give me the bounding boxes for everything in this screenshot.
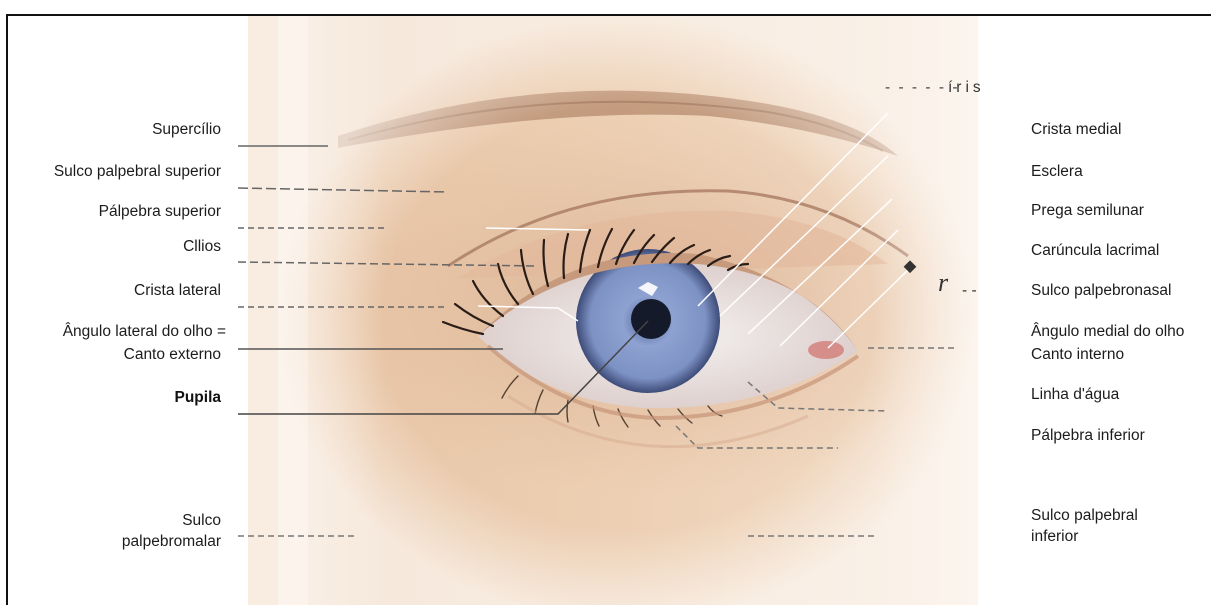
label-pupila: Pupila [174,388,221,407]
label-angulo-lateral-line1: Ângulo lateral do olho = [63,322,226,341]
label-angulo-lateral-line2: Canto externo [124,345,221,364]
label-angulo-medial-line1: Ângulo medial do olho [1031,322,1184,341]
label-esclera: Esclera [1031,162,1083,181]
label-prega-semilunar: Prega semilunar [1031,201,1144,220]
label-r-dashes: - - [962,281,977,300]
label-palpebra-superior: Pálpebra superior [99,202,221,221]
label-crista-lateral: Crista lateral [134,281,221,300]
label-palpebra-inferior: Pálpebra inferior [1031,426,1145,445]
label-sulco-palpebral-inferior-line2: inferior [1031,527,1078,546]
label-caruncula-lacrimal: Carúncula lacrimal [1031,241,1159,260]
label-iris: íris [948,78,985,97]
label-sulco-palpebral-inferior-line1: Sulco palpebral [1031,506,1138,525]
label-linha-dagua: Linha d'água [1031,385,1119,404]
label-angulo-medial-line2: Canto interno [1031,345,1124,364]
label-crista-medial: Crista medial [1031,120,1121,139]
label-sulco-palpebromalar-line2: palpebromalar [122,532,221,551]
label-sulco-palpebronasal: Sulco palpebronasal [1031,281,1171,300]
label-supercilio: Supercílio [152,120,221,139]
label-sulco-palpebral-superior: Sulco palpebral superior [54,162,221,181]
label-r-mark: r [938,273,948,292]
label-sulco-palpebromalar-line1: Sulco [182,511,221,530]
label-cilios: Cllios [183,237,221,256]
